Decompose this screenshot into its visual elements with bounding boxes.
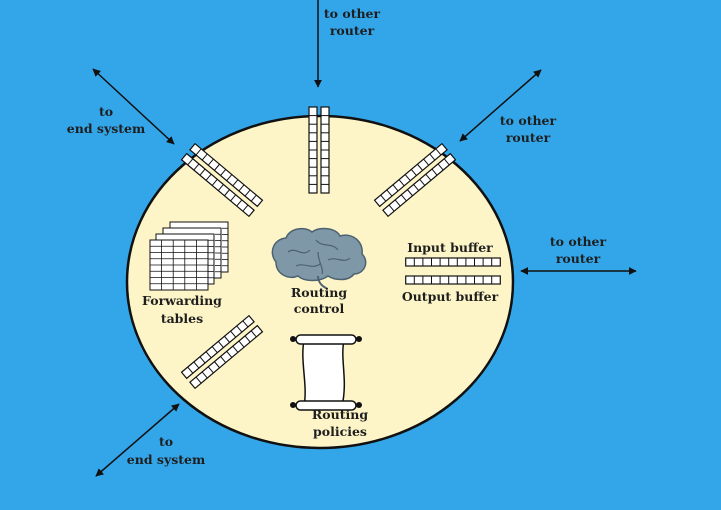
routing-policies-label-line2: policies <box>313 424 367 439</box>
upper-right-router-arrow <box>459 69 542 142</box>
top-router-label-line2: router <box>330 23 375 38</box>
brain-icon <box>271 227 367 289</box>
buffer-icon-top <box>308 106 330 194</box>
right-router-label-line1: to other <box>550 234 607 249</box>
buffer-icon-upper-right <box>373 142 457 218</box>
forwarding-label-line1: Forwarding <box>142 293 222 308</box>
right-router-label-line2: router <box>556 251 601 266</box>
table-stack-icon <box>149 221 229 291</box>
lower-left-end-system-label-line1: to <box>159 434 173 449</box>
buffer-icon-lower-left <box>180 314 264 390</box>
buffer-icon-right <box>405 257 501 285</box>
routing-control-label-line1: Routing <box>291 285 347 300</box>
upper-left-end-system-label-line2: end system <box>67 121 145 136</box>
routing-control-label-line2: control <box>294 301 345 316</box>
buffer-icon-upper-left <box>180 142 264 218</box>
upper-left-end-system-label-line1: to <box>99 104 113 119</box>
lower-left-end-system-arrow <box>95 403 180 477</box>
upper-right-router-label-line1: to other <box>500 113 557 128</box>
upper-left-end-system-arrow <box>92 68 175 145</box>
buffers-group <box>180 106 501 390</box>
routing-policies-label-line1: Routing <box>312 407 368 422</box>
input-buffer-label: Input buffer <box>407 240 493 255</box>
top-router-label-line1: to other <box>324 6 381 21</box>
scroll-icon <box>290 334 362 411</box>
upper-right-router-label-line2: router <box>506 130 551 145</box>
output-buffer-label: Output buffer <box>402 289 499 304</box>
forwarding-label-line2: tables <box>161 311 203 326</box>
lower-left-end-system-label-line2: end system <box>127 452 205 467</box>
